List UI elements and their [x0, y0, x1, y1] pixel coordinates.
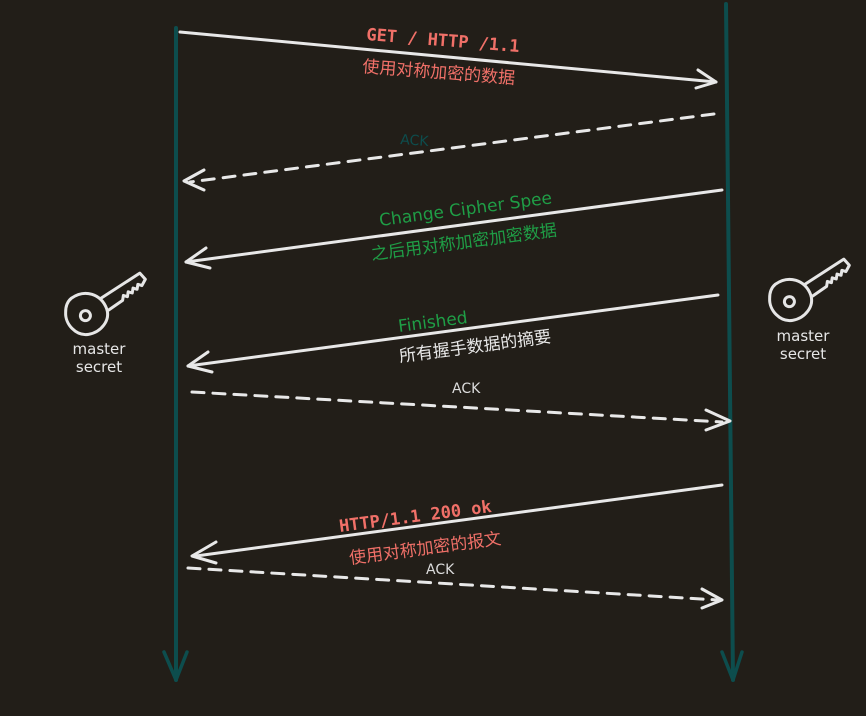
ack3-arrow [186, 566, 724, 610]
ack1-label: ACK [400, 132, 430, 150]
right-lifeline [720, 2, 744, 682]
ack2-label: ACK [452, 381, 481, 397]
http-response-line1: HTTP/1.1 200 ok [338, 497, 493, 537]
right-label-line2: secret [779, 345, 827, 363]
left-label-line1: master [72, 340, 126, 358]
left-label-line2: secret [75, 358, 123, 376]
right-label-line1: master [776, 327, 830, 345]
ack2-arrow [190, 390, 732, 432]
http-response-arrow [190, 483, 724, 565]
left-lifeline [162, 26, 189, 682]
finished-arrow [186, 293, 720, 374]
ack1-arrow [182, 112, 716, 192]
ack3-label: ACK [426, 562, 455, 578]
get-request-arrow [178, 30, 718, 90]
key-icon [64, 271, 147, 336]
right-master-secret-label: master secret [764, 327, 842, 363]
key-icon [768, 257, 851, 322]
left-master-secret-label: master secret [60, 340, 138, 376]
change-cipher-arrow [184, 188, 724, 270]
